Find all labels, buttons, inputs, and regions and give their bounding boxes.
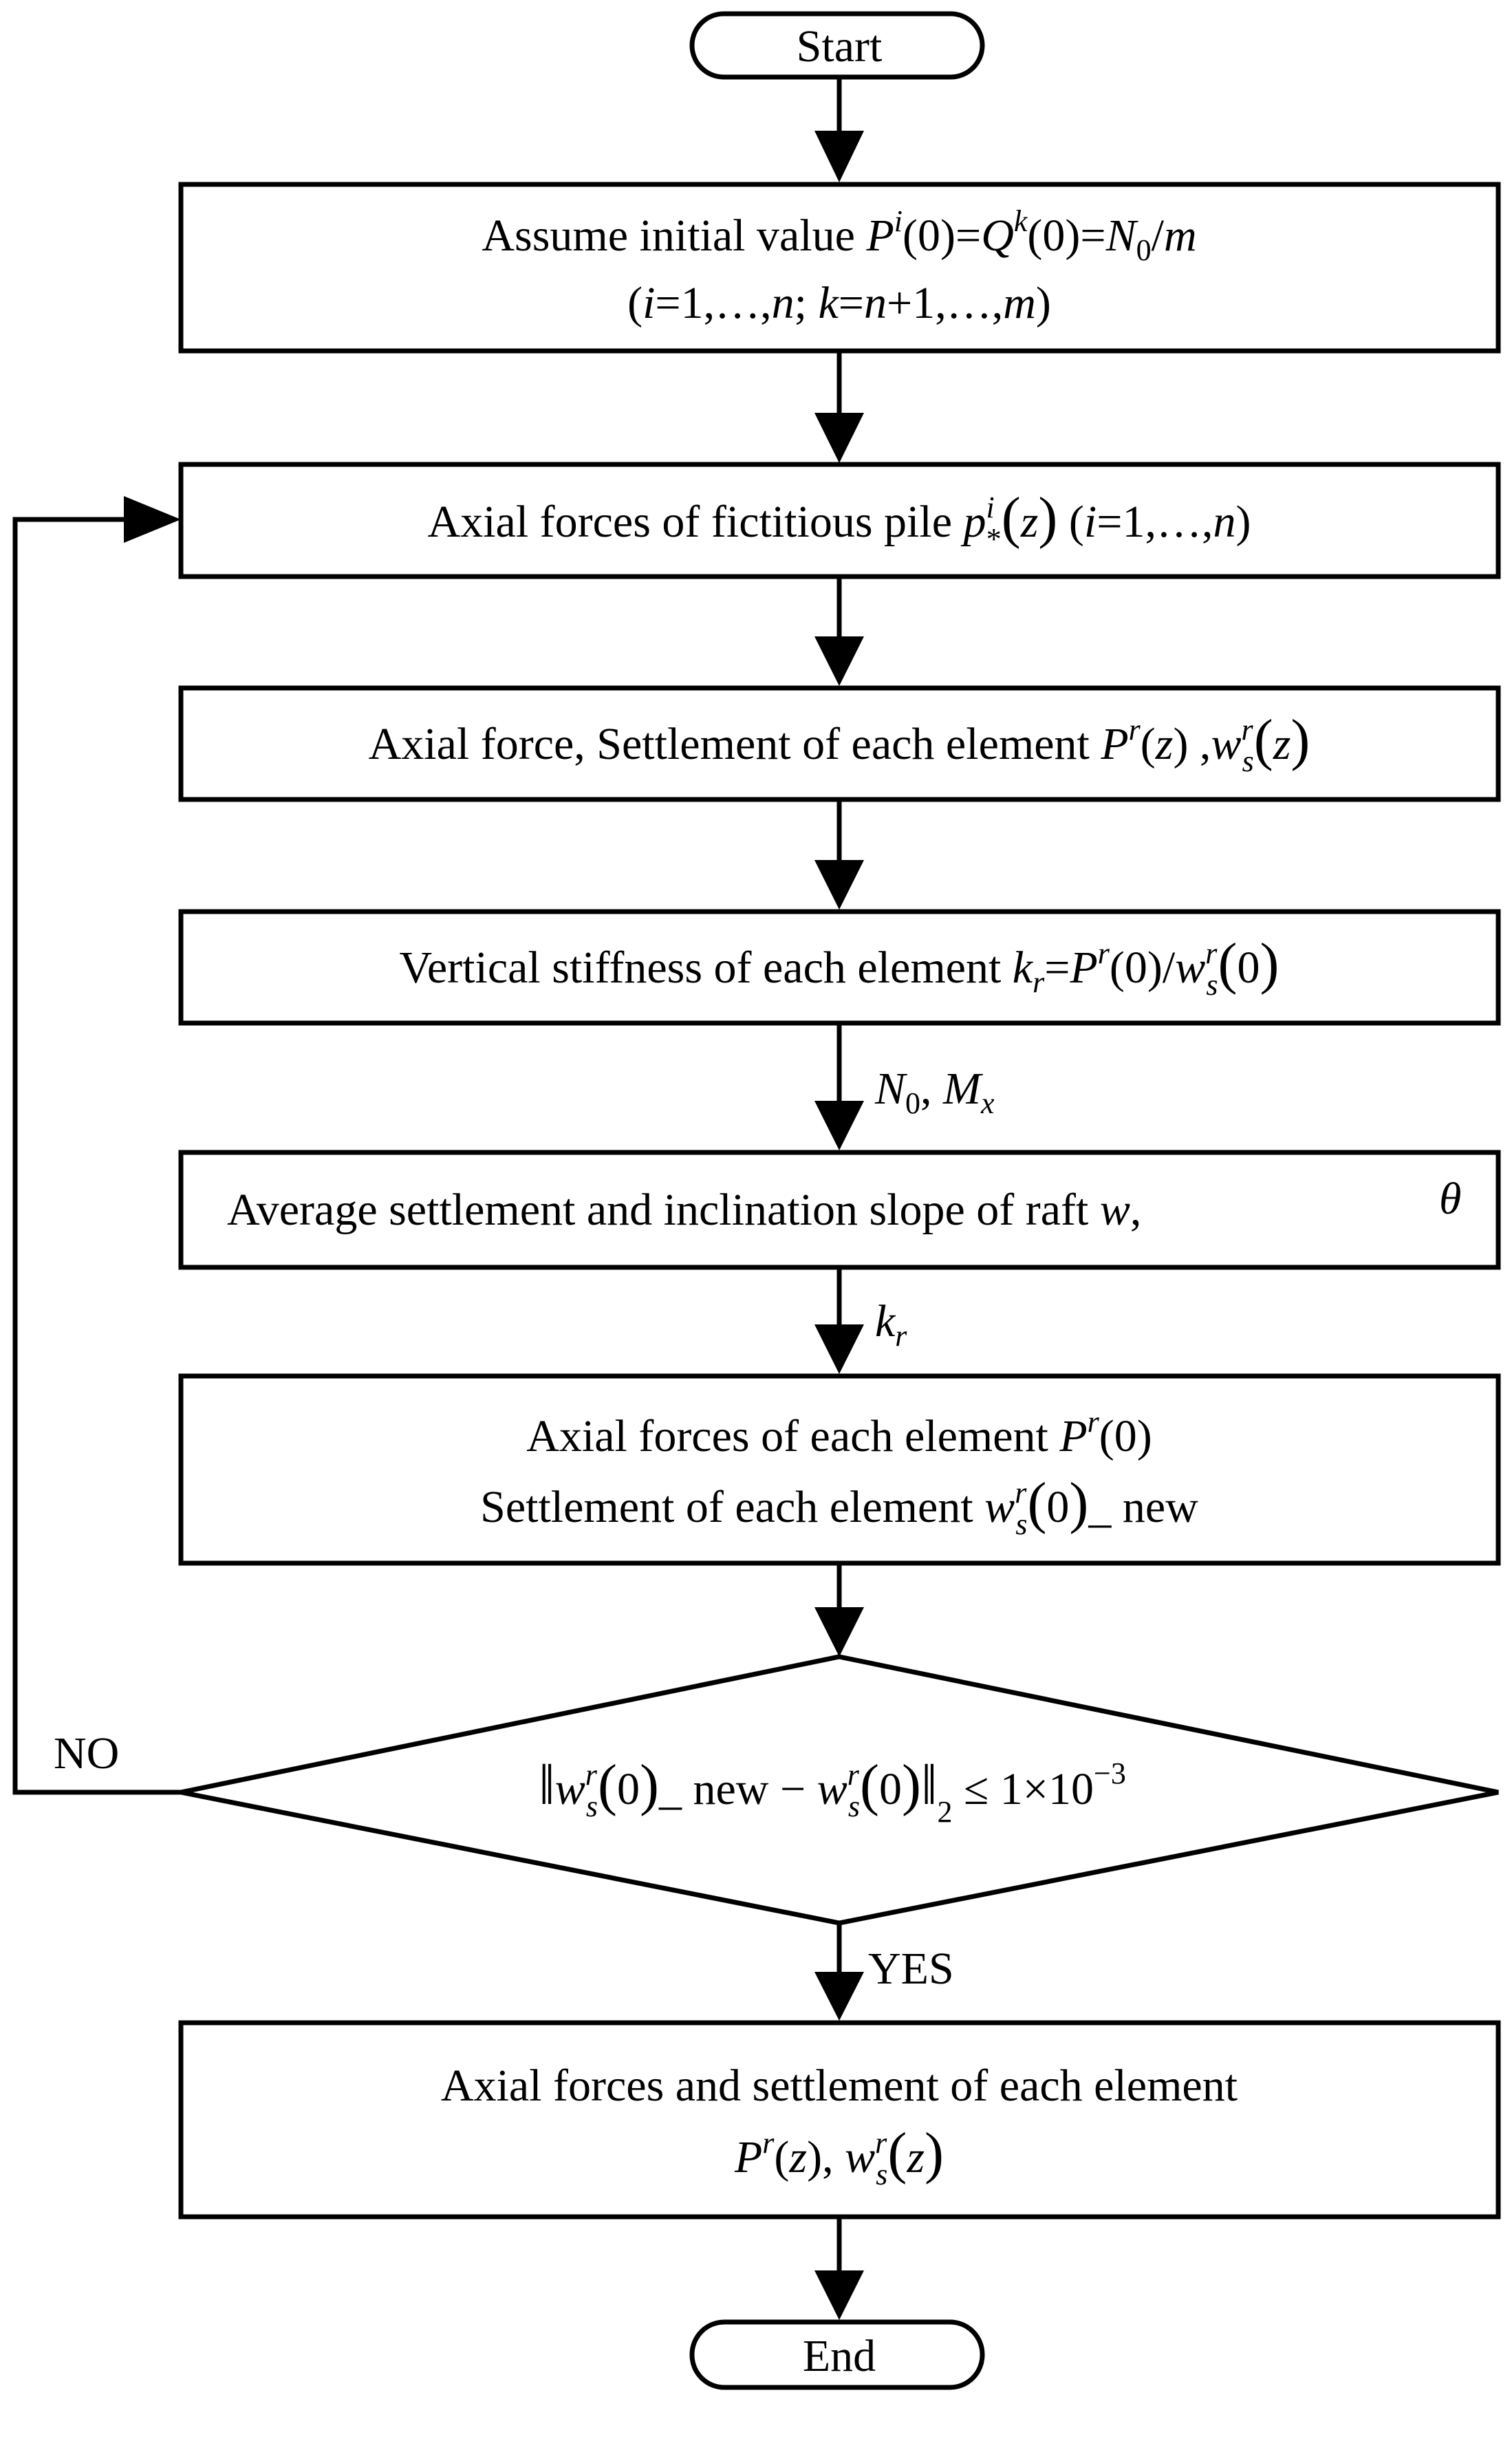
no-label: NO <box>54 1728 119 1779</box>
step5-text: Average settlement and inclination slope… <box>227 1185 1088 1235</box>
start-terminal: Start <box>689 11 985 80</box>
step1-line2: (i=1,…,n; k=n+1,…,m) <box>627 278 1051 328</box>
label-kr: kr <box>875 1296 907 1353</box>
connectors <box>12 77 864 2320</box>
step2-line: Axial forces of fictitious pile pi*(z) (… <box>428 486 1251 556</box>
end-terminal: End <box>689 2319 985 2390</box>
step-axial-force-settlement: Axial force, Settlement of each element … <box>178 685 1501 802</box>
arrowhead-step7 <box>814 1972 864 2021</box>
step3-text: Axial force, Settlement of each element <box>369 719 1090 769</box>
step6-text2: Settlement of each element <box>480 1482 973 1532</box>
step6-line1: Axial forces of each element Pr(0) <box>526 1405 1152 1461</box>
step6-text1: Axial forces of each element <box>526 1411 1048 1461</box>
arrowhead-step5 <box>814 1101 864 1150</box>
step4-text: Vertical stiffness of each element <box>400 943 1002 993</box>
arrowhead-end <box>814 2270 864 2320</box>
step3-line: Axial force, Settlement of each element … <box>369 708 1310 778</box>
step2-text: Axial forces of fictitious pile <box>428 497 952 547</box>
step-fictitious-pile-forces: Axial forces of fictitious pile pi*(z) (… <box>178 462 1501 579</box>
step-average-settlement-slope: Average settlement and inclination slope… <box>178 1150 1501 1270</box>
step-element-forces-settlement: Axial forces of each element Pr(0) Settl… <box>178 1373 1501 1566</box>
step-final-output: Axial forces and settlement of each elem… <box>178 2020 1501 2220</box>
step-vertical-stiffness: Vertical stiffness of each element kr=Pr… <box>178 909 1501 1026</box>
step5-line: Average settlement and inclination slope… <box>227 1185 1141 1235</box>
step5-theta: θ <box>1439 1174 1461 1224</box>
step7-line1: Axial forces and settlement of each elem… <box>441 2061 1238 2111</box>
arrowhead-step3 <box>814 636 864 686</box>
end-label: End <box>803 2331 876 2381</box>
step1-line1: Assume initial value Pi(0)=Qk(0)=N0/m <box>482 204 1196 267</box>
arrowhead-step1 <box>814 131 864 182</box>
step1-text: Assume initial value <box>482 211 855 261</box>
start-label: Start <box>797 21 883 72</box>
arrowhead-step2 <box>814 413 864 463</box>
arrowhead-decision <box>814 1607 864 1657</box>
arrowhead-step6 <box>814 1324 864 1374</box>
no-feedback-loop <box>12 517 181 1795</box>
step-assume-initial-value: Assume initial value Pi(0)=Qk(0)=N0/m (i… <box>178 182 1501 354</box>
arrowhead-loop-step2 <box>124 496 181 543</box>
arrowhead-step4 <box>814 860 864 910</box>
step4-line: Vertical stiffness of each element kr=Pr… <box>400 932 1279 1002</box>
yes-label: YES <box>868 1944 954 1994</box>
label-n0-mx: N0, Mx <box>874 1064 995 1120</box>
